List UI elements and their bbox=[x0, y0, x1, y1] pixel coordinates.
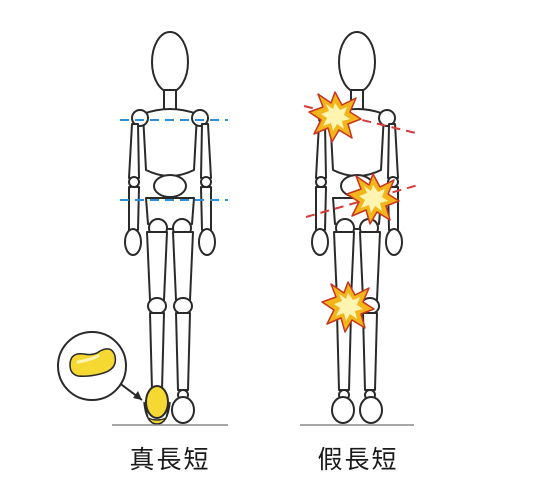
right-figure-foot-right bbox=[359, 396, 383, 424]
left-figure-raised-foot bbox=[145, 385, 169, 419]
right-mannequin bbox=[311, 31, 403, 424]
insole-under-foot bbox=[143, 401, 171, 425]
right-figure-foot-left bbox=[331, 396, 355, 424]
functional-leg-length-label: 假長短 bbox=[317, 445, 399, 474]
left-mannequin bbox=[124, 31, 216, 425]
insole-icon bbox=[69, 348, 117, 377]
hip-tilt-line bbox=[305, 184, 419, 218]
true-leg-length-label: 真長短 bbox=[129, 445, 211, 474]
insole-callout bbox=[57, 331, 143, 401]
left-figure-foot bbox=[171, 396, 195, 424]
